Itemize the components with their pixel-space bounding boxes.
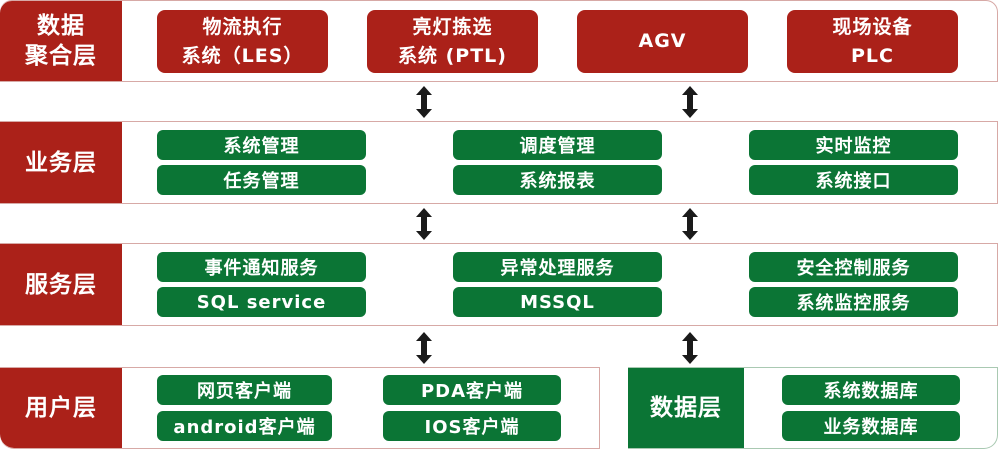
aggregation-label-line1: 数据	[37, 13, 85, 39]
service-item: MSSQL	[453, 287, 662, 317]
business-item: 任务管理	[157, 165, 366, 195]
les-line1: 物流执行	[202, 15, 283, 38]
service-item: 异常处理服务	[453, 252, 662, 282]
business-item: 实时监控	[749, 130, 958, 160]
aggregation-layer-label: 数据 聚合层	[0, 1, 122, 81]
arrow-icon	[416, 332, 432, 364]
business-item: 系统接口	[749, 165, 958, 195]
service-item: 系统监控服务	[749, 287, 958, 317]
service-item: 事件通知服务	[157, 252, 366, 282]
arrow-icon	[416, 86, 432, 118]
aggregation-label-line2: 聚合层	[25, 43, 97, 69]
user-item: IOS客户端	[383, 411, 561, 441]
ptl-system-box: 亮灯拣选 系统 (PTL)	[367, 10, 538, 73]
business-item: 系统管理	[157, 130, 366, 160]
agv-box: AGV	[577, 10, 748, 73]
arrow-icon	[682, 86, 698, 118]
user-item: android客户端	[157, 411, 332, 441]
service-item: SQL service	[157, 287, 366, 317]
user-layer-label: 用户层	[0, 368, 122, 448]
data-item: 业务数据库	[782, 411, 960, 441]
business-layer-label: 业务层	[0, 122, 122, 203]
arrow-icon	[682, 332, 698, 364]
ptl-line1: 亮灯拣选	[412, 15, 493, 38]
business-item: 系统报表	[453, 165, 662, 195]
service-layer-label: 服务层	[0, 244, 122, 325]
agv-label: AGV	[638, 30, 687, 52]
plc-device-box: 现场设备 PLC	[787, 10, 958, 73]
plc-line1: 现场设备	[832, 15, 913, 38]
data-layer-label: 数据层	[628, 368, 744, 448]
arrow-icon	[682, 208, 698, 240]
user-item: PDA客户端	[383, 375, 561, 405]
les-line2: 系统（LES）	[181, 44, 304, 67]
arrow-icon	[416, 208, 432, 240]
business-item: 调度管理	[453, 130, 662, 160]
plc-line2: PLC	[851, 44, 894, 67]
service-item: 安全控制服务	[749, 252, 958, 282]
data-item: 系统数据库	[782, 375, 960, 405]
user-item: 网页客户端	[157, 375, 332, 405]
les-system-box: 物流执行 系统（LES）	[157, 10, 328, 73]
ptl-line2: 系统 (PTL)	[398, 44, 507, 67]
